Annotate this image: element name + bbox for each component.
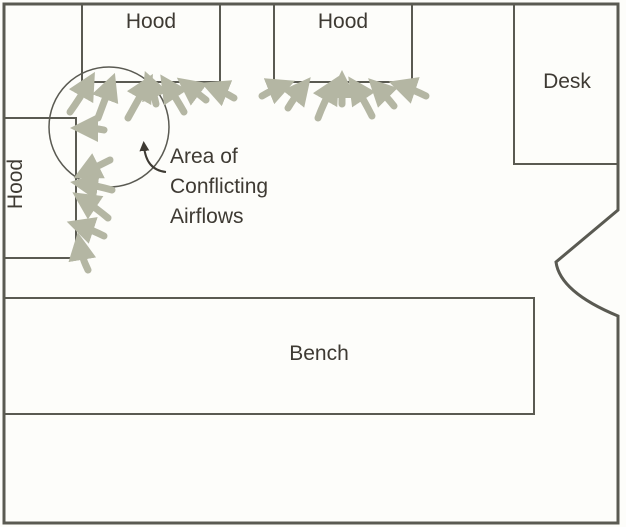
hood-side-label: Hood — [4, 159, 27, 209]
airflow-arrow — [282, 77, 311, 112]
airflow-arrow — [312, 75, 339, 122]
room-outline — [2, 2, 620, 525]
hood-top-right-label: Hood — [318, 10, 368, 33]
annotation-pointer-arrow — [139, 141, 167, 173]
desk — [513, 4, 618, 165]
bench-label: Bench — [289, 342, 349, 365]
airflow-arrow — [388, 77, 430, 104]
airflow-arrow — [66, 217, 108, 244]
annotation-line-1: Area of — [170, 145, 238, 168]
airflow-arrows-side-hood — [66, 114, 116, 274]
airflow-arrow — [66, 71, 95, 116]
airflow-arrow — [91, 72, 119, 122]
airflow-arrow — [176, 77, 210, 106]
annotation-line-2: Conflicting — [170, 175, 268, 198]
airflow-arrow — [368, 78, 398, 110]
airflow-arrow — [142, 71, 169, 108]
airflow-arrow — [72, 192, 112, 222]
airflow-arrows-top-right-hood — [258, 70, 430, 122]
airflow-arrow — [201, 80, 238, 107]
hood-top-left-label: Hood — [126, 10, 176, 33]
annotation-line-3: Airflows — [170, 205, 244, 228]
airflow-arrow — [160, 74, 188, 116]
airflow-arrow — [73, 153, 114, 179]
airflow-arrow — [70, 114, 108, 143]
desk-label: Desk — [543, 70, 591, 93]
bench — [4, 297, 535, 415]
airflow-arrow — [68, 232, 97, 274]
airflow-arrow — [348, 76, 376, 120]
airflow-arrow — [258, 78, 295, 105]
airflow-arrows-top-left-hood — [66, 71, 238, 122]
airflow-arrow — [70, 172, 116, 200]
airflow-arrow — [124, 73, 153, 122]
